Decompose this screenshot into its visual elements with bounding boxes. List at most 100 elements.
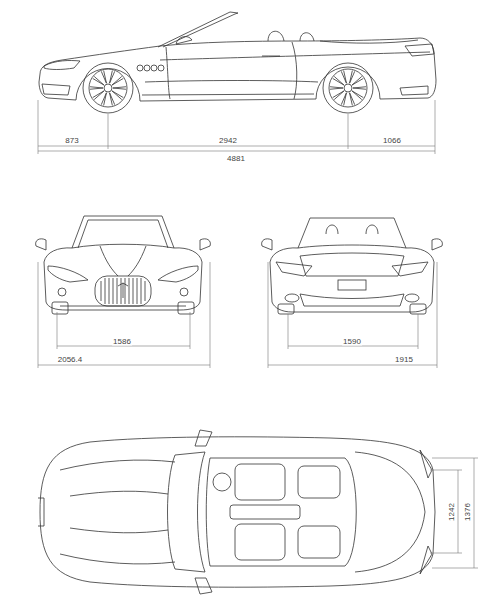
dimension-lines-stroke: [57, 312, 58, 349]
wheel-spoke: [341, 93, 346, 105]
front-view-stroke: [100, 246, 146, 276]
front-view-stroke: [180, 288, 188, 296]
rear-view-stroke: [262, 239, 443, 250]
side-view-stroke: [158, 65, 164, 71]
top-view-stroke: [213, 473, 231, 491]
rear-view-stroke: [285, 294, 299, 302]
dimension-label: 1586: [112, 337, 132, 346]
side-view-stroke: [344, 84, 352, 92]
front-view-stroke: [36, 239, 211, 250]
wheel-spoke: [110, 93, 115, 105]
rear-view-stroke: [270, 245, 434, 312]
front-view-stroke: [60, 306, 186, 307]
wheel-spoke: [350, 71, 355, 83]
wheel-spoke: [101, 71, 106, 83]
top-view-stroke: [355, 452, 425, 572]
grille-bar: [145, 281, 146, 301]
wheel-spoke: [334, 76, 344, 85]
dimension-label: 1376: [463, 502, 472, 522]
top-view-stroke: [168, 452, 206, 572]
wheel-spoke: [330, 87, 343, 88]
wheel-spoke: [110, 71, 115, 83]
dimension-label: 2056.4: [57, 355, 83, 364]
front-view-stroke: [52, 302, 68, 314]
wheel-spoke: [350, 93, 353, 106]
rear-view-stroke: [410, 304, 426, 314]
dimension-lines-stroke: [288, 346, 418, 347]
dimension-lines-stroke: [268, 365, 437, 366]
grille-bar: [105, 278, 106, 304]
side-view-stroke: [83, 63, 133, 113]
front-view-stroke: [158, 266, 198, 282]
wheel-spoke: [112, 91, 122, 100]
dimension-lines-stroke: [38, 100, 39, 154]
dimension-lines-stroke: [38, 151, 435, 152]
side-view-stroke: [166, 42, 297, 99]
wheel-spoke: [353, 88, 366, 89]
rear-view: [262, 218, 443, 314]
wheel-spoke: [352, 91, 362, 100]
grille-bar: [117, 278, 118, 304]
grille-bar: [101, 281, 102, 301]
top-view-stroke: [60, 460, 175, 564]
dimension-lines-stroke: [38, 146, 435, 147]
dimension-lines-stroke: [430, 553, 462, 554]
top-view-stroke: [206, 458, 356, 566]
dimension-lines-stroke: [435, 100, 436, 154]
side-view-stroke: [44, 61, 80, 70]
front-view-stroke: [95, 276, 151, 306]
wheel-spoke: [333, 91, 344, 98]
wheel-spoke: [350, 93, 355, 105]
front-view-stroke: [48, 266, 88, 282]
grille-bar: [109, 278, 110, 304]
dimension-label: 1066: [382, 136, 402, 145]
side-view-stroke: [176, 37, 192, 44]
dimension-label: 4881: [226, 154, 246, 163]
dimension-lines-stroke: [190, 312, 191, 349]
dimension-lines-stroke: [38, 365, 210, 366]
top-view: [38, 430, 435, 594]
top-view-stroke: [40, 437, 435, 587]
front-view-stroke: [44, 244, 202, 310]
rear-view-stroke: [278, 304, 294, 314]
side-view-stroke: [39, 38, 436, 101]
grille-bar: [141, 278, 142, 304]
dimension-lines-stroke: [432, 568, 478, 569]
side-view-stroke: [158, 12, 238, 47]
wheel-spokes: [90, 71, 366, 106]
wheel-spoke: [352, 78, 363, 85]
dimension-lines-stroke: [348, 114, 349, 149]
rear-view-stroke: [338, 280, 366, 290]
front-view-stroke: [72, 216, 174, 248]
wheel-spoke: [113, 88, 126, 89]
rear-view-stroke: [276, 262, 428, 276]
dimension-label: 1242: [447, 502, 456, 522]
top-view-stroke: [70, 491, 168, 533]
side-view-stroke: [320, 40, 418, 43]
dimension-lines: [38, 100, 478, 568]
dimension-lines-stroke: [210, 262, 211, 368]
dimension-lines-stroke: [432, 458, 478, 459]
side-view-stroke: [151, 65, 157, 71]
side-view-stroke: [89, 69, 127, 107]
dimension-lines-stroke: [458, 470, 459, 553]
top-view-stroke: [230, 505, 300, 519]
rear-view-stroke: [326, 225, 378, 234]
top-view-stroke: [235, 464, 285, 500]
wheel-spoke: [110, 93, 113, 106]
side-view-stroke: [329, 69, 367, 107]
side-view-stroke: [323, 63, 373, 113]
side-view-stroke: [137, 65, 143, 71]
dimension-lines-stroke: [437, 262, 438, 368]
side-view: [39, 12, 436, 113]
rear-view-stroke: [405, 294, 419, 302]
dimension-lines-stroke: [57, 346, 190, 347]
dimension-lines-stroke: [418, 314, 419, 349]
dimension-label: 1590: [342, 337, 362, 346]
side-view-stroke: [144, 65, 150, 71]
front-view: [36, 216, 211, 314]
side-view-stroke: [160, 52, 430, 60]
top-view-stroke: [38, 498, 44, 526]
dimension-lines-stroke: [108, 114, 109, 149]
